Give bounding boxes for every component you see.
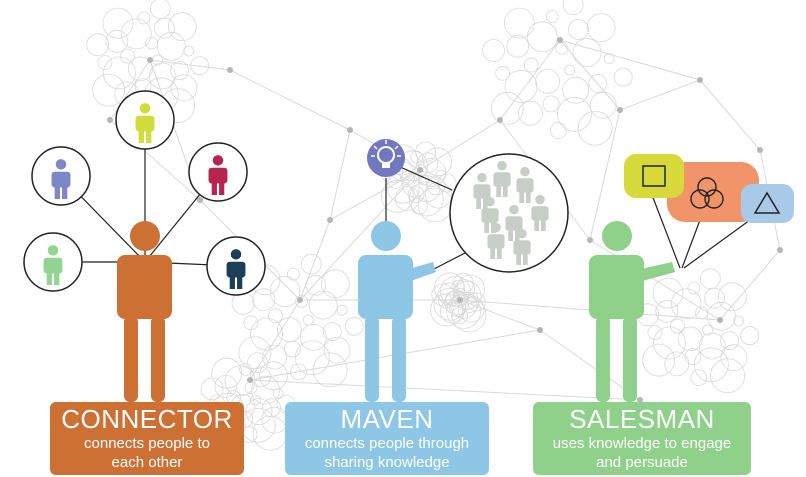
salesman-description-line1: uses knowledge to engage [552,435,732,452]
connector-label: CONNECTOR connects people to each other [50,402,244,475]
triangle-icon [741,184,794,223]
contact-5 [206,236,266,296]
contact-1 [31,146,91,206]
contact-4 [23,232,83,292]
salesman-description-line2: and persuade [596,454,688,471]
background-network [86,0,783,451]
person-icon [493,160,511,197]
contact-3 [188,142,248,202]
connector-title: CONNECTOR [61,404,233,434]
person-icon [473,172,491,209]
connector-group [23,90,266,402]
person-icon [487,222,505,259]
maven-description-line2: sharing knowledge [324,454,450,471]
connector-description-line2: each other [111,454,183,471]
person-icon [516,166,534,203]
maven-figure [358,221,436,402]
connector-description-line1: connects people to [84,435,210,452]
person-icon [505,204,523,241]
salesman-group [589,154,794,402]
person-icon [51,159,71,199]
connector-figure [117,221,172,402]
maven-title: MAVEN [340,404,434,434]
lightbulb-icon [367,139,405,177]
contact-2 [115,90,175,150]
maven-group [358,139,569,402]
salesman-title: SALESMAN [569,404,715,434]
salesman-figure [589,221,675,402]
square-icon [624,154,684,198]
person-icon [531,194,549,231]
person-icon [135,103,155,143]
circles-icon [667,162,759,222]
person-icon [513,228,531,265]
person-icon [226,249,246,289]
person-icon [43,245,63,285]
maven-label: MAVEN connects people through sharing kn… [285,402,489,475]
connector-contacts [23,90,266,296]
maven-description-line1: connects people through [304,435,470,452]
crowd-icon [449,153,569,273]
person-icon [208,155,228,195]
salesman-label: SALESMAN uses knowledge to engage and pe… [533,402,751,475]
